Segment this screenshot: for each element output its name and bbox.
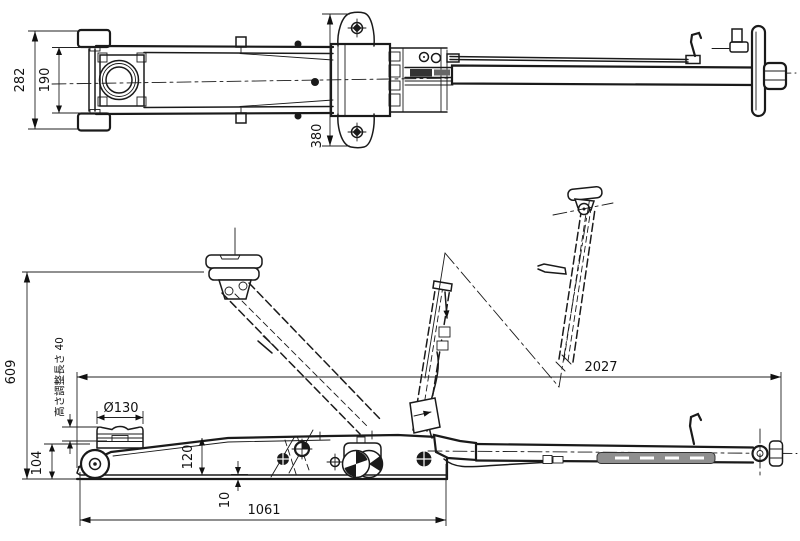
saddle-top	[97, 52, 147, 107]
dim-saddle-diameter: Ø130	[103, 401, 138, 416]
pump-unit-top	[329, 42, 448, 118]
saddle-lowered-side	[96, 425, 144, 449]
dim-min-height: 104	[30, 451, 45, 476]
handle-lowered-side	[427, 412, 798, 478]
handle-phantom-mid	[409, 280, 453, 439]
dim-frame-length: 1061	[247, 503, 280, 518]
frame-rails-top	[94, 36, 335, 124]
rear-wheel-side	[341, 436, 384, 479]
side-view-dimensions: 609 高さ調整長さ 40 Ø130 104 120 10	[4, 271, 782, 526]
side-view-elevation: 609 高さ調整長さ 40 Ø130 104 120 10	[4, 186, 798, 526]
lift-arm-phantom	[221, 282, 383, 478]
rear-caster-plates-top	[337, 11, 375, 149]
valve-fitting-top	[731, 28, 743, 43]
dim-ground-clearance: 10	[218, 492, 233, 509]
dim-caster-width: 380	[310, 124, 325, 149]
dim-overall-length: 2027	[584, 360, 617, 375]
handle-grip	[596, 452, 716, 464]
front-wheels-top	[76, 28, 112, 132]
dim-max-lift-height: 609	[4, 360, 19, 385]
release-lever-lowered	[688, 412, 703, 446]
dim-frame-height: 120	[181, 445, 196, 470]
front-wheel-side	[79, 448, 111, 480]
saddle-raised-side	[205, 227, 263, 300]
dim-body-width: 282	[13, 68, 28, 93]
handle-top	[449, 24, 788, 118]
top-view-dimensions: 282 190 380	[13, 13, 350, 149]
release-lever-raised	[537, 263, 567, 275]
handle-phantom-raised	[424, 186, 614, 388]
chassis-bolts-side	[270, 429, 433, 478]
handle-end-knob-top	[762, 61, 788, 91]
release-lever-top	[689, 31, 703, 58]
handle-socket-top	[404, 51, 460, 86]
top-view-plan: 282 190 380	[13, 11, 797, 149]
dim-frame-inner-width: 190	[38, 68, 53, 93]
dim-height-adjust-note: 高さ調整長さ 40	[53, 337, 66, 417]
